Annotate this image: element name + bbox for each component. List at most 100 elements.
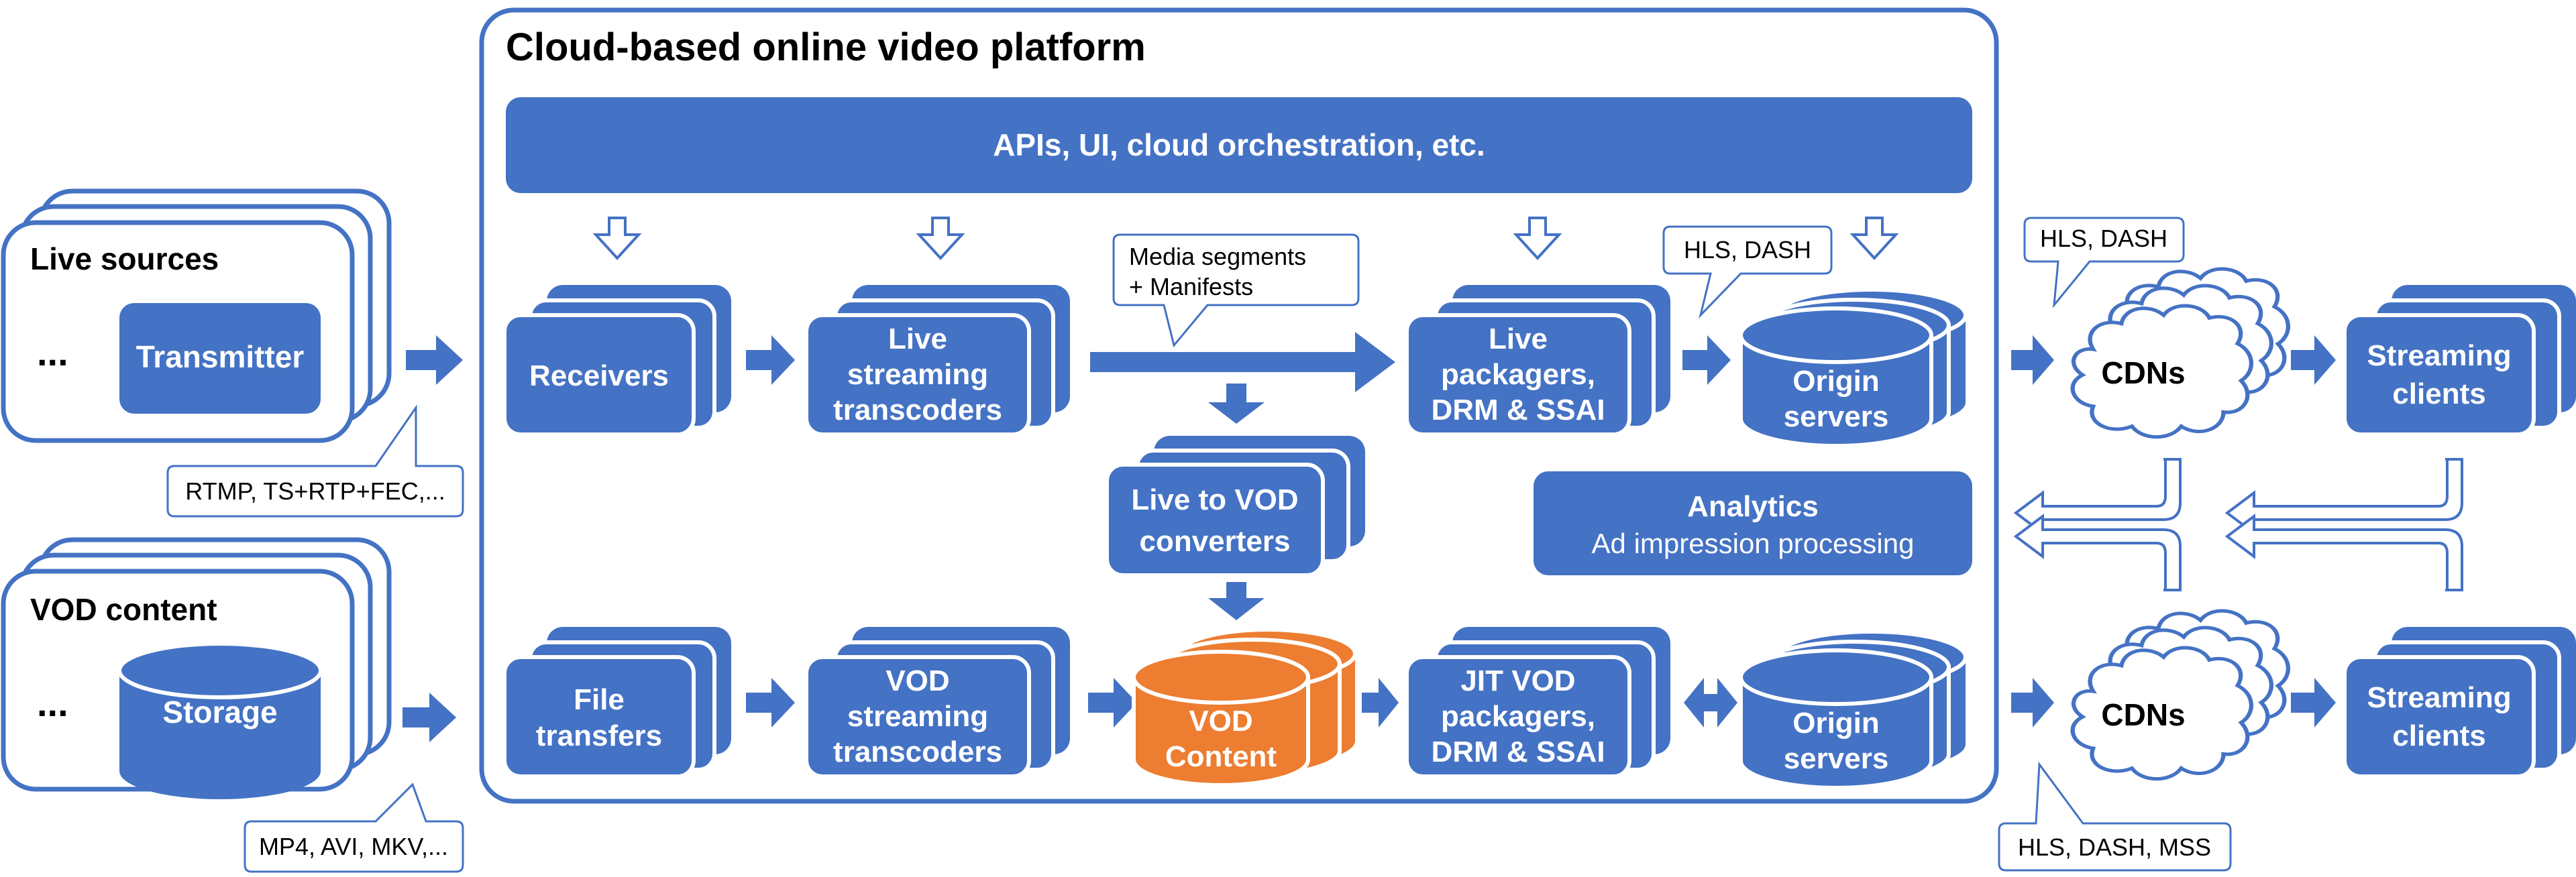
hollow-down-arrow-icon: [1849, 217, 1899, 260]
receivers-stack: Receivers: [502, 285, 731, 436]
arrow-cdn-to-clients-vod: [2291, 678, 2336, 727]
cdn-protocol-text: HLS, DASH: [2040, 225, 2167, 252]
live-to-vod-line2: converters: [1139, 525, 1290, 558]
vod-content-line1: VOD: [1189, 705, 1252, 738]
arrow-converters-to-vod-content: [1208, 582, 1265, 620]
live-protocol-text: RTMP, TS+RTP+FEC,...: [185, 477, 445, 505]
live-packagers-line3: DRM & SSAI: [1431, 394, 1605, 426]
vod-content-line2: Content: [1165, 740, 1277, 773]
receivers-label: Receivers: [529, 359, 669, 392]
arrow-origin-to-cdn-live: [2011, 335, 2054, 385]
analytics-subtitle: Ad impression processing: [1592, 528, 1915, 559]
jit-packagers-box: [1405, 655, 1631, 778]
api-down-arrows: [592, 217, 1899, 260]
live-transcoders-line2: streaming: [847, 358, 988, 391]
analytics-box: Analytics Ad impression processing: [1534, 471, 1972, 575]
cdn-vod-label: CDNs: [2101, 697, 2185, 732]
live-sources-title: Live sources: [30, 241, 219, 276]
live-packagers-box: [1405, 313, 1631, 436]
vod-content-stack: VOD Content: [1132, 628, 1357, 787]
hollow-down-arrow-icon: [1513, 217, 1562, 260]
vod-origin-cylinder: [1739, 675, 1933, 790]
live-packagers-stack: Live packagers, DRM & SSAI: [1405, 285, 1670, 436]
live-to-vod-box: [1105, 463, 1325, 577]
vod-sources-group: VOD content ... Storage: [1, 537, 392, 799]
arrow-cdn-to-clients-live: [2291, 335, 2336, 385]
hollow-left-arrow-icon: [2013, 514, 2182, 591]
hollow-left-arrow-icon: [2224, 458, 2463, 536]
live-sources-ellipsis: ...: [37, 331, 68, 373]
live-transcoders-line1: Live: [888, 323, 947, 355]
hollow-down-arrow-icon: [916, 217, 965, 260]
file-transfers-box: [502, 655, 696, 778]
live-packagers-line2: packagers,: [1441, 358, 1595, 391]
transmitter-label: Transmitter: [136, 339, 305, 374]
live-clients-line1: Streaming: [2367, 339, 2511, 372]
file-transfers-line2: transfers: [536, 719, 662, 752]
live-to-vod-line1: Live to VOD: [1131, 483, 1298, 516]
jit-packagers-line1: JIT VOD: [1460, 664, 1575, 697]
file-transfers-stack: File transfers: [502, 627, 731, 778]
hollow-left-arrow-icon: [2013, 458, 2182, 536]
transmitter-box: [119, 303, 321, 414]
cdn-protocol-callout: HLS, DASH: [2023, 217, 2185, 308]
live-origin-stack: Origin servers: [1739, 288, 1968, 448]
vod-transcoders-line1: VOD: [885, 664, 949, 697]
vod-format-text: MP4, AVI, MKV,...: [259, 833, 448, 860]
storage-cylinder-icon: [117, 642, 323, 799]
live-origin-cylinder: [1739, 333, 1933, 448]
arrow-live-to-receivers: [406, 335, 463, 385]
arrow-to-live-to-vod: [1208, 384, 1265, 424]
jit-packagers-line2: packagers,: [1441, 700, 1595, 733]
api-bar: [506, 97, 1972, 193]
live-protocol-callout: RTMP, TS+RTP+FEC,...: [166, 404, 464, 518]
cdn-cloud-vod: [2073, 611, 2288, 779]
media-segments-line1: Media segments: [1129, 243, 1306, 270]
live-transcoders-box: [804, 313, 1031, 436]
live-clients-stack: Streaming clients: [2343, 285, 2576, 436]
vod-format-callout: MP4, AVI, MKV,...: [244, 782, 464, 873]
arrow-transcoders-to-packagers: [1090, 332, 1395, 392]
platform-container: [479, 7, 1999, 804]
vod-transcoders-box: [804, 655, 1031, 778]
media-segments-callout: Media segments + Manifests: [1112, 233, 1360, 348]
arrow-receivers-to-transcoders: [746, 335, 795, 385]
vod-cdn-protocol-callout: HLS, DASH, MSS: [1998, 761, 2232, 872]
vod-origin-line1: Origin: [1792, 707, 1880, 740]
vod-clients-line1: Streaming: [2367, 681, 2511, 714]
vod-origin-stack: Origin servers: [1739, 630, 1968, 790]
arrow-vod-to-file-transfers: [402, 693, 456, 742]
live-origin-line2: servers: [1784, 400, 1889, 433]
live-transcoders-line3: transcoders: [833, 394, 1002, 426]
vod-clients-stack: Streaming clients: [2343, 627, 2576, 778]
live-transcoders-stack: Live streaming transcoders: [804, 285, 1070, 436]
analytics-title: Analytics: [1687, 490, 1819, 523]
arrow-content-to-jit: [1362, 678, 1399, 727]
file-transfers-line1: File: [574, 683, 625, 716]
vod-transcoders-line2: streaming: [847, 700, 988, 733]
arrow-origin-to-cdn-vod: [2011, 678, 2054, 727]
platform-title: Cloud-based online video platform: [506, 25, 1146, 69]
receivers-box: [502, 313, 696, 436]
vod-cdn-protocol-text: HLS, DASH, MSS: [2018, 833, 2211, 861]
vod-sources-ellipsis: ...: [37, 682, 68, 724]
cdn-cloud-live: [2073, 269, 2288, 437]
storage-label: Storage: [162, 695, 277, 729]
media-segments-line2: + Manifests: [1129, 273, 1253, 300]
live-origin-line1: Origin: [1792, 365, 1880, 398]
live-sources-group: Live sources ... Transmitter: [1, 188, 392, 443]
live-to-vod-stack: Live to VOD converters: [1105, 436, 1365, 577]
vod-clients-line2: clients: [2392, 719, 2485, 752]
hollow-left-arrow-icon: [2224, 514, 2463, 591]
api-bar-label: APIs, UI, cloud orchestration, etc.: [993, 127, 1485, 162]
vod-content-cylinder: [1132, 675, 1310, 787]
live-clients-box: [2343, 313, 2536, 436]
cdn-live-label: CDNs: [2101, 355, 2185, 390]
vod-transcoders-line3: transcoders: [833, 736, 1002, 768]
arrow-jit-origin-bidirectional: [1684, 678, 1737, 727]
arrow-file-to-vod-transcoders: [746, 678, 795, 727]
live-packagers-line1: Live: [1489, 323, 1548, 355]
vod-transcoders-stack: VOD streaming transcoders: [804, 627, 1070, 778]
arrow-packagers-to-origin: [1682, 335, 1731, 385]
